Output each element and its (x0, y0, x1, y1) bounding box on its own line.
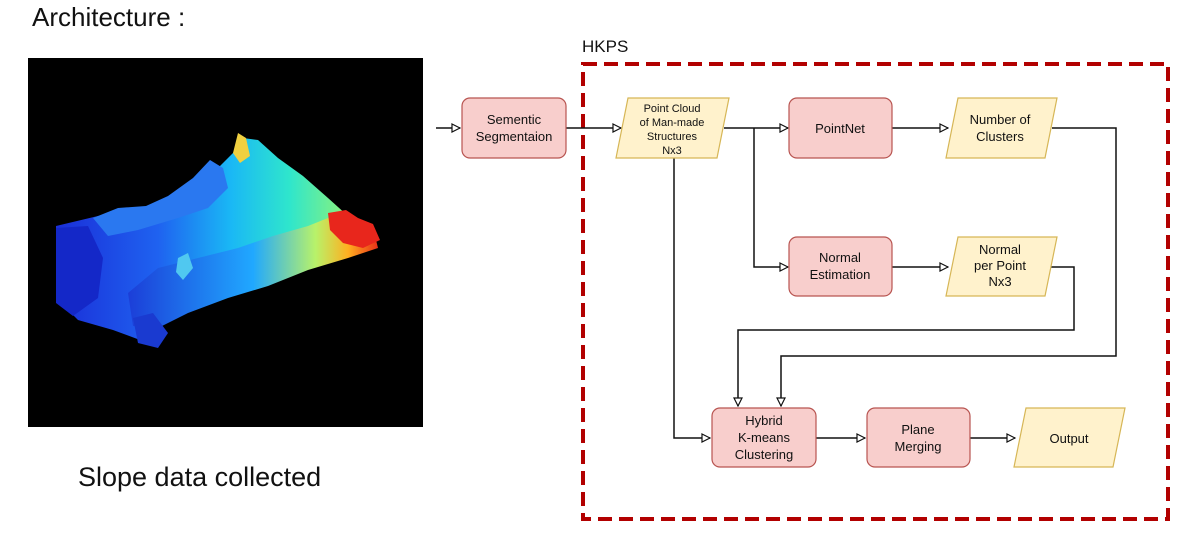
page-title: Architecture : (32, 2, 186, 32)
hkps-group-label: HKPS (582, 37, 629, 56)
node-pointnet: PointNet (788, 97, 893, 159)
node-label: Structures (647, 131, 698, 143)
node-label: Output (1049, 431, 1088, 446)
node-label: Sementic (487, 112, 542, 127)
node-label: Merging (895, 439, 942, 454)
node-normal-per-point: Normal per Point Nx3 (945, 236, 1058, 297)
edge-pointcloud-to-normal-est (753, 128, 788, 267)
node-label: PointNet (815, 121, 865, 136)
node-label: Clustering (735, 447, 794, 462)
node-plane-merging: Plane Merging (866, 407, 971, 468)
node-segmentation: Sementic Segmentaion (461, 97, 567, 159)
node-label: Nx3 (662, 145, 682, 157)
hkps-group-border (581, 62, 1170, 521)
node-label: Nx3 (988, 274, 1011, 289)
node-label: Normal (819, 250, 861, 265)
node-label: of Man-made (640, 117, 705, 129)
node-normal-estimation: Normal Estimation (788, 236, 893, 297)
node-label: Estimation (810, 267, 871, 282)
node-label: K-means (738, 430, 791, 445)
image-caption: Slope data collected (78, 462, 322, 492)
node-label: Plane (901, 422, 934, 437)
node-point-cloud: Point Cloud of Man-made Structures Nx3 (615, 97, 730, 159)
node-label: Segmentaion (476, 129, 553, 144)
node-label: Hybrid (745, 413, 783, 428)
node-label: Normal (979, 242, 1021, 257)
edge-pointcloud-to-hybrid (673, 158, 710, 438)
node-label: Clusters (976, 129, 1024, 144)
node-number-of-clusters: Number of Clusters (945, 97, 1058, 159)
node-label: Number of (970, 112, 1031, 127)
edge-normalpp-to-hybrid (738, 266, 1075, 406)
node-label: per Point (974, 258, 1026, 273)
edge-numclusters-to-hybrid (781, 127, 1117, 406)
node-label: Point Cloud (644, 103, 701, 115)
node-output: Output (1013, 407, 1126, 468)
slope-point-cloud-image (28, 58, 423, 427)
node-hybrid-kmeans: Hybrid K-means Clustering (711, 407, 817, 468)
